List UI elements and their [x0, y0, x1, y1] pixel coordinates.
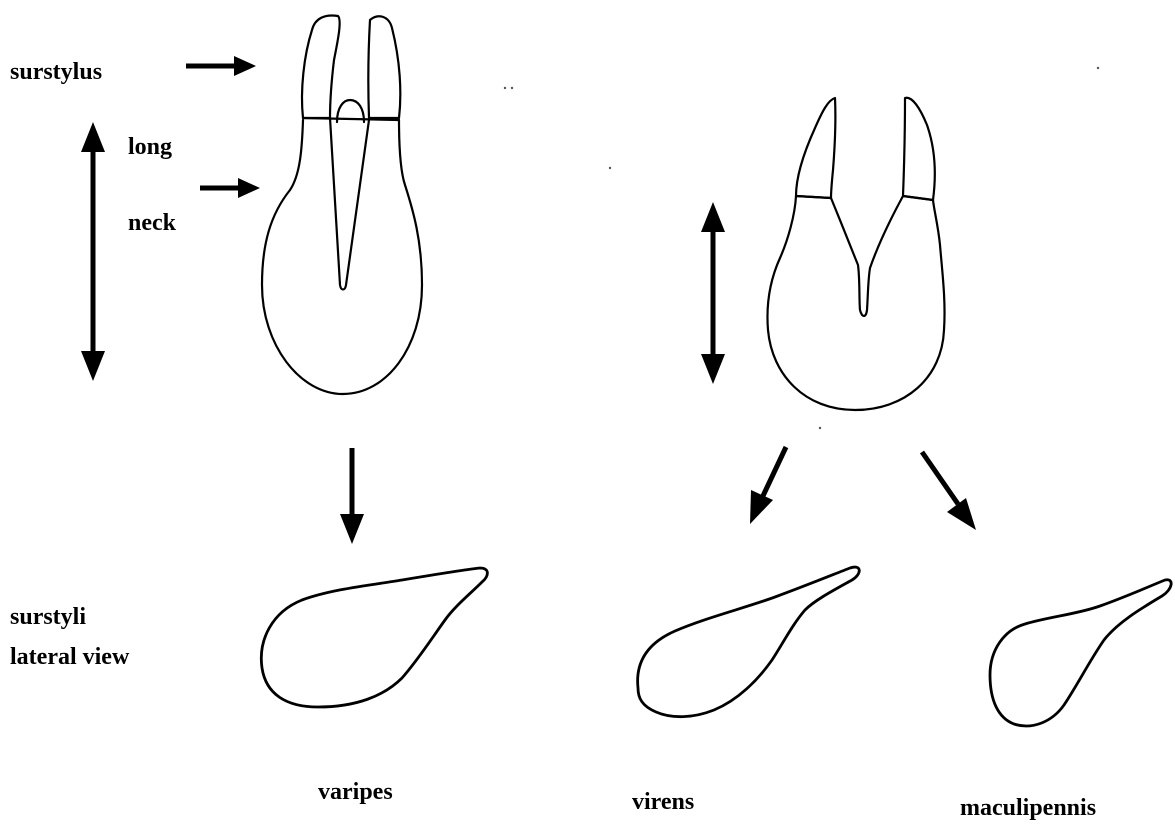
surstyli-label: surstyli	[10, 605, 86, 629]
speck	[511, 87, 513, 89]
arrow-to-varipes	[340, 448, 364, 544]
neck-pointer-arrow	[200, 178, 260, 198]
right-surstylus-lobe-a	[368, 16, 400, 118]
species-varipes: varipes	[318, 780, 393, 804]
suture-b-left	[796, 196, 831, 198]
bulb-body-b	[768, 196, 945, 410]
arrow-to-virens	[750, 447, 786, 524]
long-neck-dorsal-view	[262, 16, 422, 394]
left-surstylus-lobe-b	[796, 98, 835, 198]
surstylus-pointer-arrow	[186, 56, 256, 76]
long-neck-length-arrow	[81, 122, 105, 381]
speck	[1097, 67, 1099, 69]
short-neck-dorsal-view	[768, 98, 945, 410]
speck	[609, 167, 611, 169]
species-maculipennis: maculipennis	[960, 796, 1096, 820]
long-label: long	[128, 135, 172, 159]
suture-b-right	[903, 196, 933, 200]
surstylus-label: surstylus	[10, 60, 102, 84]
cleft-a	[330, 118, 369, 290]
bulb-body-a	[262, 120, 422, 394]
right-surstylus-lobe-b	[903, 98, 935, 200]
lateral-view-varipes	[261, 568, 487, 707]
species-virens: virens	[632, 790, 694, 814]
arrow-to-maculipennis	[922, 452, 976, 530]
neck-label: neck	[128, 211, 176, 235]
lateral-view-maculipennis	[990, 580, 1171, 726]
speck	[504, 87, 506, 89]
short-neck-length-arrow	[701, 202, 725, 384]
speck	[819, 427, 821, 429]
lateral-view-virens	[638, 567, 860, 717]
left-surstylus-lobe-a	[302, 16, 340, 118]
lateral-view-label: lateral view	[10, 645, 129, 669]
